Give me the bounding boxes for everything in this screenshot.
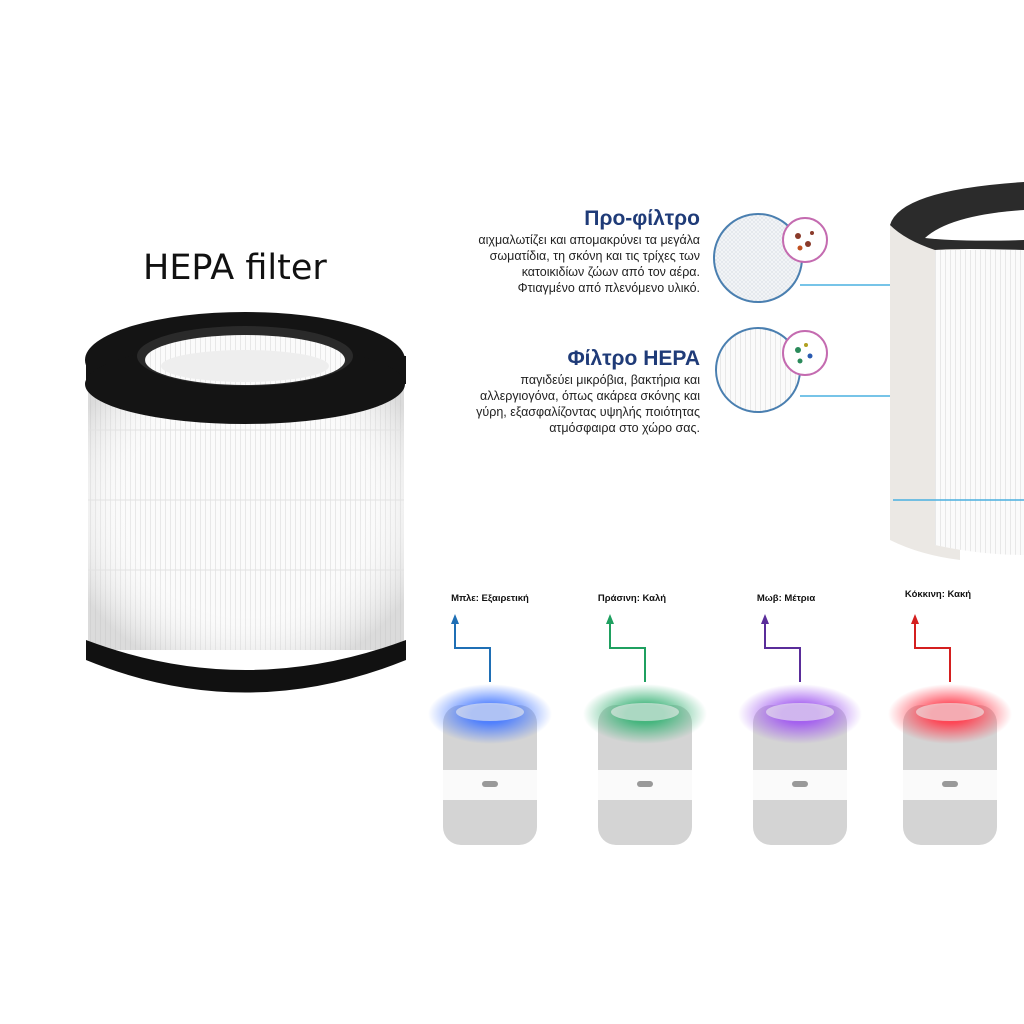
hepa-detail-icon [715,327,988,413]
purifier-unit-green [583,614,707,845]
level-label-green: Πράσινη: Καλή [597,593,667,604]
arrow-icon [761,614,801,682]
hepa-line: ατμόσφαιρα στο χώρο σας. [549,421,700,435]
hepa-line: γύρη, εξασφαλίζοντας υψηλής ποιότητας [476,405,700,419]
prefilter-detail-icon [713,213,908,303]
prefilter-line: αιχμαλωτίζει και απομακρύνει τα μεγάλα [478,233,700,247]
prefilter-title: Προ-φίλτρο [584,207,700,230]
arrow-icon [451,614,491,682]
prefilter-line: Φτιαγμένο από πλενόμενο υλικό. [517,281,700,295]
purifier-unit-red [888,614,1012,845]
arrow-icon [911,614,951,682]
level-label-purple: Μωβ: Μέτρια [756,593,816,604]
prefilter-line: κατοικιδίων ζώων από τον αέρα. [521,265,700,279]
hepa-line: παγιδεύει μικρόβια, βακτήρια και [520,373,700,387]
level-label-red: Κόκκινη: Κακή [904,589,972,600]
product-label: HEPA filter [143,248,327,288]
arrow-icon [606,614,646,682]
hepa-line: αλλεργιογόνα, όπως ακάρεα σκόνης και [480,389,700,403]
purifier-unit-purple [738,614,862,845]
level-label-blue: Μπλε: Εξαιρετική [451,593,529,604]
purifier-unit-blue [428,614,552,845]
cutaway-filter-image [890,182,1024,560]
prefilter-description: Προ-φίλτρο αιχμαλωτίζει και απομακρύνει … [478,207,700,296]
hepa-filter-image [85,312,406,693]
hepa-description: Φίλτρο HEPA παγιδεύει μικρόβια, βακτήρια… [476,347,700,436]
prefilter-line: σωματίδια, τη σκόνη και τις τρίχες των [489,249,700,263]
hepa-title: Φίλτρο HEPA [567,347,700,370]
